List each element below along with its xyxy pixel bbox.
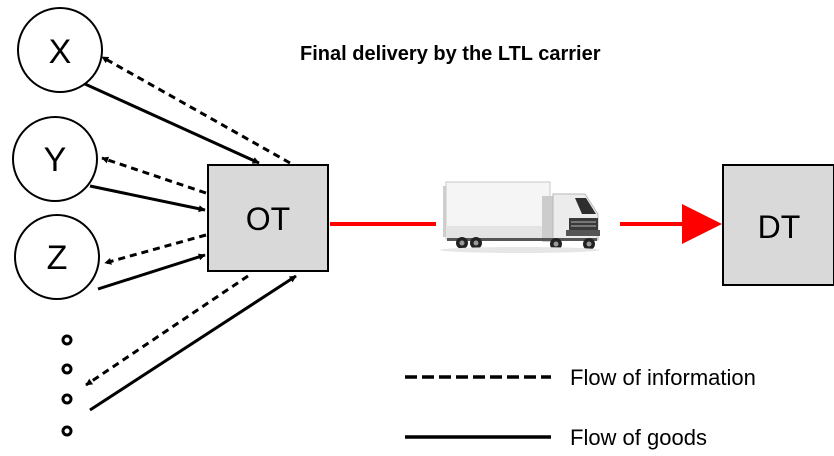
- customer-z: Z: [14, 214, 100, 300]
- legend: Flow of information Flow of goods: [405, 365, 756, 450]
- goods-flow-x: [84, 82, 260, 165]
- legend-information-label: Flow of information: [570, 365, 756, 390]
- goods-flow-z: [97, 253, 206, 291]
- info-flow-x: [101, 55, 291, 165]
- more-customers-dots: [61, 334, 73, 437]
- customer-x-label: X: [49, 33, 72, 71]
- customer-y-label: Y: [44, 141, 67, 179]
- legend-goods-label: Flow of goods: [570, 425, 707, 450]
- destination-terminal: DT: [722, 164, 834, 286]
- info-flow-more: [85, 274, 249, 387]
- diagram-title: Final delivery by the LTL carrier: [300, 43, 601, 65]
- origin-terminal-label: OT: [246, 201, 290, 237]
- customer-x: X: [17, 7, 103, 93]
- truck-icon: [440, 181, 600, 253]
- destination-terminal-label: DT: [758, 209, 801, 245]
- customer-z-label: Z: [47, 239, 68, 277]
- goods-flow-more: [89, 274, 297, 412]
- info-flow-z: [104, 233, 207, 265]
- customer-y: Y: [12, 116, 98, 202]
- info-flow-y: [101, 156, 207, 195]
- goods-flow-y: [89, 184, 206, 213]
- origin-terminal: OT: [207, 164, 329, 272]
